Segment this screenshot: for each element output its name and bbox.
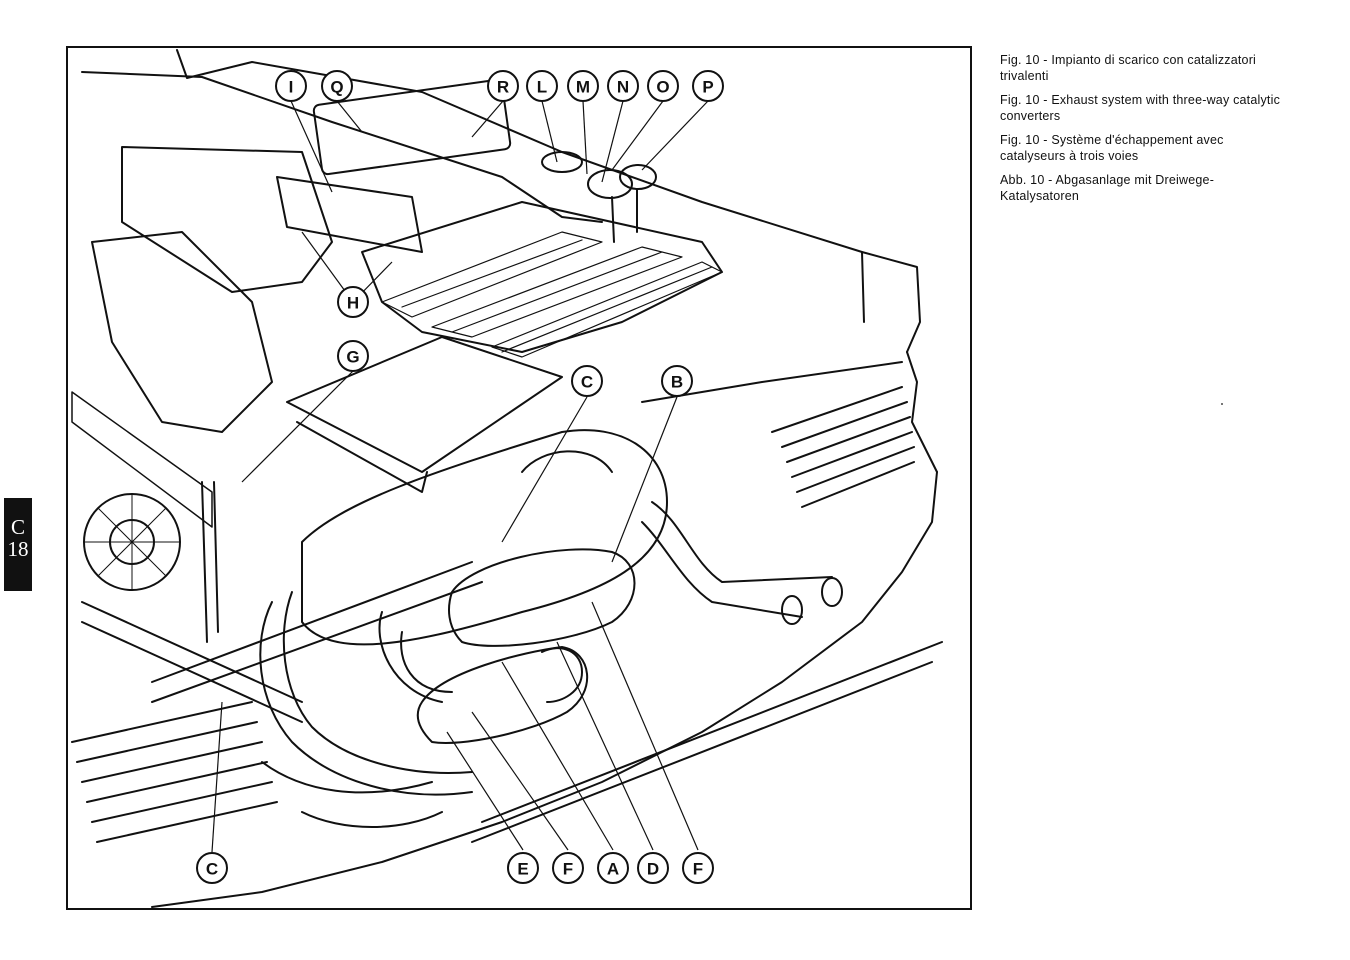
section-tab: C 18 [4,498,32,591]
caption-english: Fig. 10 - Exhaust system with three-way … [1000,92,1290,124]
callout-label: F [563,860,573,879]
figure-caption: Fig. 10 - Impianto di scarico con catali… [1000,52,1290,212]
callout-label: O [656,78,669,97]
callout-label: A [607,860,619,879]
callout-label: L [537,78,547,97]
callout-label: C [581,373,593,392]
section-letter: C [4,516,32,538]
callout-label: M [576,78,590,97]
page-number: 18 [4,538,32,560]
callout-label: R [497,78,509,97]
print-speck [1221,403,1223,405]
caption-french: Fig. 10 - Système d'échappement avec cat… [1000,132,1290,164]
callout-label: H [347,294,359,313]
callout-label: I [289,78,294,97]
caption-german: Abb. 10 - Abgasanlage mit Dreiwege-Katal… [1000,172,1290,204]
callout-label: D [647,860,659,879]
caption-italian: Fig. 10 - Impianto di scarico con catali… [1000,52,1290,84]
callout-label: G [346,348,359,367]
callout-label: Q [330,78,343,97]
callout-label: B [671,373,683,392]
callout-label: C [206,860,218,879]
callout-label: P [702,78,713,97]
exhaust-system-illustration: I Q R L M N O P H G C B C E F A D F [66,46,972,910]
callout-label: F [693,860,703,879]
callout-label: E [517,860,528,879]
callout-label: N [617,78,629,97]
technical-drawing: I Q R L M N O P H G C B C E F A D F [68,48,972,910]
